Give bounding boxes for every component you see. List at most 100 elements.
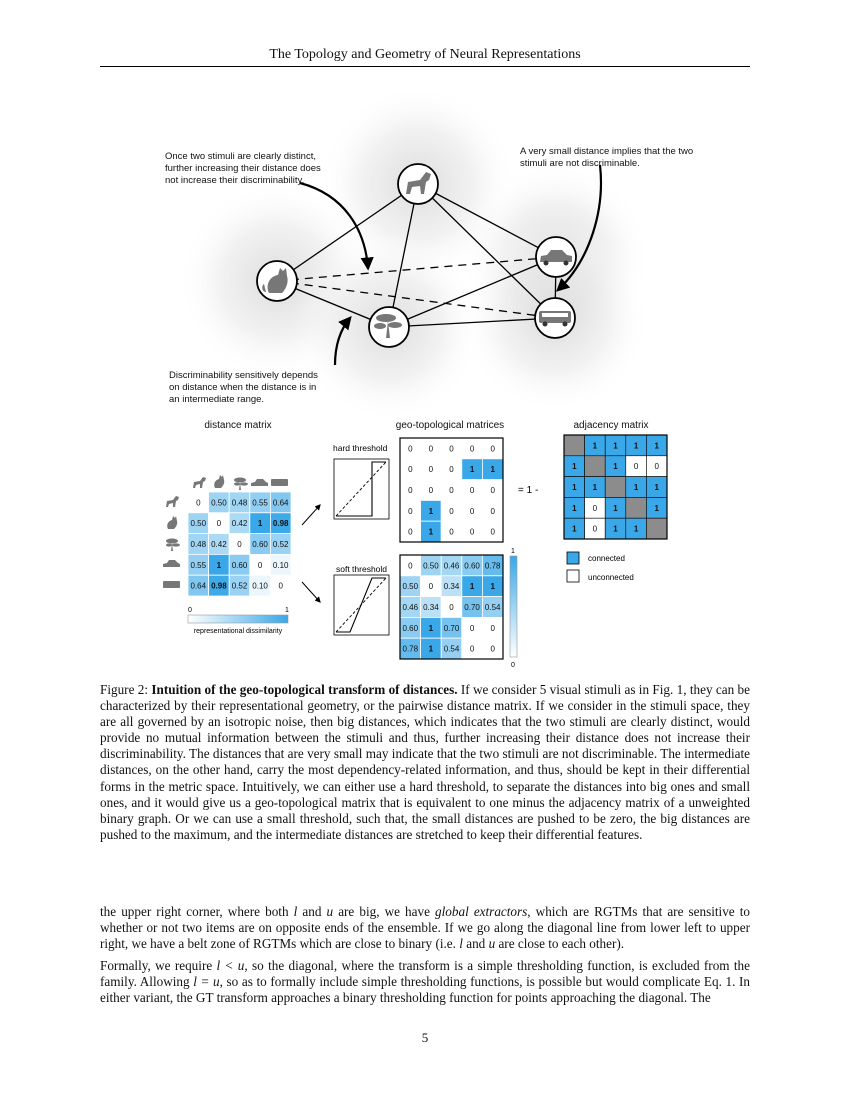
matrix-cell-value: 0 <box>593 525 598 534</box>
matrix-cell: 0.46 <box>440 554 463 577</box>
matrix-cell: 1 <box>461 458 483 480</box>
matrix-cell-value: 0 <box>408 561 413 570</box>
matrix-cell: 0.48 <box>228 491 251 514</box>
matrix-cell: 0.60 <box>399 617 422 639</box>
matrix-cell: 0.70 <box>440 617 463 639</box>
matrix-cell-value: 0.50 <box>423 561 439 570</box>
matrix-cell: 0 <box>208 512 230 534</box>
matrix-cell-value: 1 <box>429 645 434 654</box>
threshold-plots: hard threshold soft threshold <box>301 443 390 636</box>
matrix-cell-value: 1 <box>572 462 577 471</box>
math-l-eq-u: l = u <box>193 974 220 990</box>
matrix-cell-value: 0 <box>429 444 434 453</box>
matrix-cell-value: 1 <box>470 582 475 591</box>
matrix-cell-value: 1 <box>593 441 598 450</box>
legend-connected: connected <box>588 554 625 563</box>
caption-text: If we consider 5 visual stimuli as in Fi… <box>100 682 750 842</box>
colorbar-max: 1 <box>285 607 289 614</box>
matrix-cell: 0.55 <box>187 554 210 576</box>
matrix-cell: 0 <box>420 437 442 460</box>
matrix-cell: 1 <box>604 434 627 457</box>
matrix-cell: 0.60 <box>228 554 251 576</box>
matrix-cell: 0 <box>584 497 606 519</box>
running-header: The Topology and Geometry of Neural Repr… <box>269 47 581 62</box>
matrix-cell: 0 <box>461 479 483 501</box>
matrix-cell-value: 0.34 <box>423 603 439 612</box>
matrix-cell-value: 1 <box>572 504 577 513</box>
matrix-cell-value: 0 <box>196 498 201 507</box>
matrix-cell-value: 1 <box>634 441 639 450</box>
matrix-cell-value: 0.10 <box>273 561 289 570</box>
matrix-cell-value: 1 <box>470 465 475 474</box>
matrix-cell-value: 0 <box>470 645 475 654</box>
matrix-cell: 0 <box>399 437 422 460</box>
matrix-cell: 1 <box>625 434 647 457</box>
matrix-cell-value: 0 <box>217 519 222 528</box>
math-l-lt-u: l < u <box>216 958 245 973</box>
matrix-cell-value: 0.10 <box>252 582 268 591</box>
matrix-cell-value: 0 <box>408 444 413 453</box>
matrix-cell: 1 <box>563 476 585 498</box>
matrix-cell-value: 1 <box>654 483 659 492</box>
matrix-cell: 0 <box>461 437 483 460</box>
matrix-cell-value: 0.64 <box>191 582 207 591</box>
matrix-cell: 0 <box>440 458 463 480</box>
matrix-cell: 0.78 <box>481 554 504 577</box>
cat-icon <box>167 516 178 529</box>
matrix-cell-value: 0.54 <box>485 603 501 612</box>
matrix-cell: 0.60 <box>461 554 483 577</box>
matrix-cell: 0.42 <box>228 512 251 534</box>
distance-matrix-row-icons <box>163 496 180 588</box>
colorbar-label: representational dissimilarity <box>194 628 283 635</box>
matrix-cell-value: 0 <box>258 561 263 570</box>
matrix-cell: 0 <box>481 479 504 501</box>
matrix-cell: 0 <box>399 554 422 577</box>
matrix-cell-value: 1 <box>654 504 659 513</box>
matrix-cell-value: 0 <box>634 462 639 471</box>
matrix-cell-value: 0.46 <box>403 603 419 612</box>
matrix-cell: 1 <box>625 517 647 540</box>
matrix-cell-value: 0.46 <box>444 561 460 570</box>
matrix-cell: 1 <box>481 575 504 597</box>
matrix-cell: 0.54 <box>440 637 463 660</box>
annotation-arrows <box>299 164 602 366</box>
car-icon <box>163 560 180 567</box>
distance-matrix-col-icons <box>193 475 288 490</box>
matrix-cell: 1 <box>584 434 606 457</box>
annotation-top-left: Once two stimuli are clearly distinct, f… <box>165 151 323 186</box>
matrix-cell: 0 <box>481 617 504 639</box>
matrix-cell: 0 <box>440 520 463 543</box>
matrix-cell-value: 0 <box>449 444 454 453</box>
matrix-cell-value: 0.60 <box>403 624 419 633</box>
annotation-top-right: A very small distance implies that the t… <box>520 146 696 169</box>
caption-title: Intuition of the geo-topological transfo… <box>151 682 458 697</box>
distance-colorbar: 0 1 representational dissimilarity <box>187 607 289 635</box>
matrix-cell-value: 0.48 <box>191 540 207 549</box>
matrix-cell: 1 <box>420 499 442 522</box>
matrix-cell-value: 0 <box>449 528 454 537</box>
matrix-cell-value: 0 <box>449 603 454 612</box>
matrix-cell-value: 1 <box>490 465 495 474</box>
soft-threshold-label: soft threshold <box>336 564 387 574</box>
matrix-cell: 0 <box>481 499 504 522</box>
matrix-cell: 0.42 <box>208 533 230 555</box>
matrix-cell-value: 1 <box>490 582 495 591</box>
cat-icon <box>256 260 298 302</box>
matrix-cell: 0 <box>440 437 463 460</box>
matrix-cell-value: 1 <box>429 528 434 537</box>
matrix-cell: 0.70 <box>461 596 483 618</box>
matrix-cell-value: 0.52 <box>232 582 248 591</box>
dog-icon <box>166 496 179 507</box>
matrix-cell-value: 0 <box>593 504 598 513</box>
matrix-cell: 0 <box>584 517 606 540</box>
matrix-cell-value: 0 <box>470 528 475 537</box>
matrix-cell: 1 <box>604 455 627 477</box>
matrix-cell <box>625 497 647 519</box>
matrix-cell-value: 0.50 <box>211 498 227 507</box>
matrix-cell: 0 <box>440 596 463 618</box>
matrix-cell-value: 0.64 <box>273 498 289 507</box>
matrix-cell: 0.98 <box>269 512 292 534</box>
arrow-to-hard <box>301 504 321 526</box>
matrix-cell: 0.64 <box>269 491 292 514</box>
